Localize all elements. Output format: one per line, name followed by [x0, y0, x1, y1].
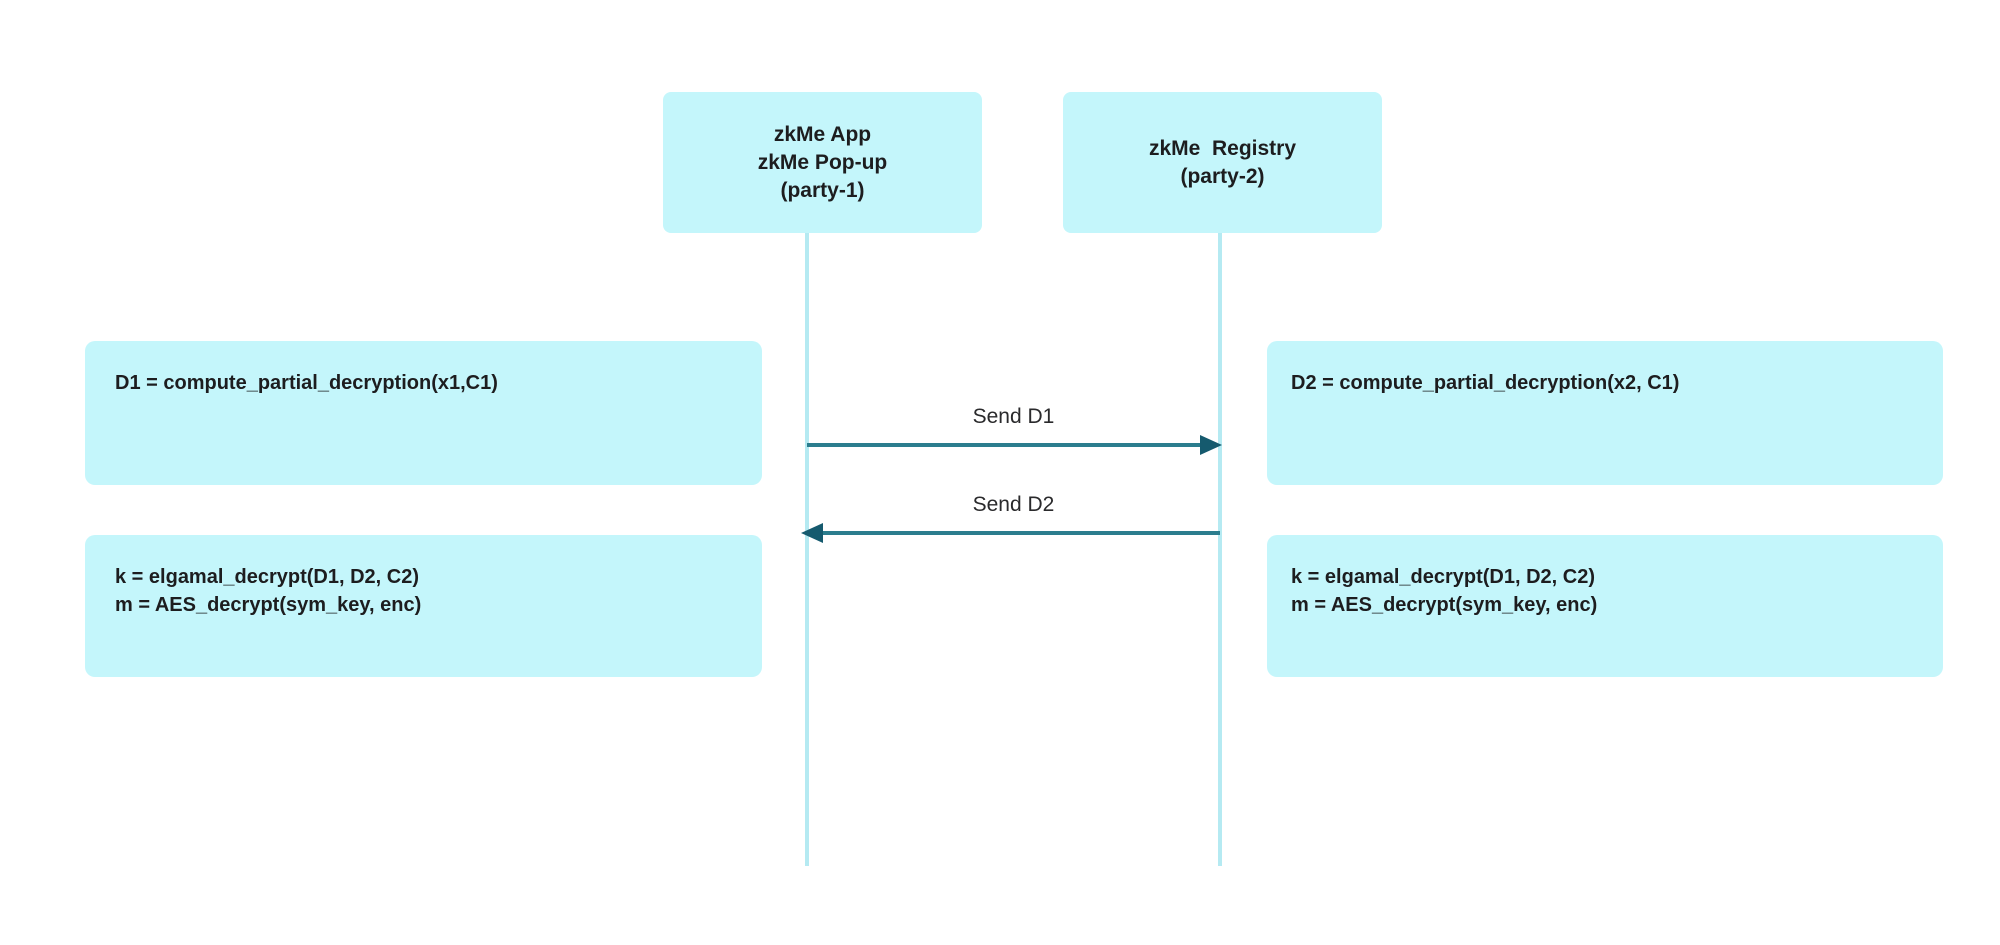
message-label-send-d1: Send D1 [972, 405, 1055, 428]
actor-box-party-2: zkMe Registry (party-2) [1063, 92, 1382, 233]
lifeline-party-1 [805, 233, 809, 866]
actor-party-1-label-line-1: zkMe App [773, 122, 872, 146]
note-box-party-1-final-decrypt: k = elgamal_decrypt(D1, D2, C2) m = AES_… [85, 535, 762, 677]
message-line-send-d1 [807, 443, 1205, 447]
actor-party-1-label-line-2: zkMe Pop-up [757, 150, 888, 174]
arrowhead-left-icon [801, 523, 823, 543]
lifeline-party-2 [1218, 233, 1222, 866]
message-line-send-d2 [822, 531, 1220, 535]
note-text-line: D1 = compute_partial_decryption(x1,C1) [115, 372, 498, 394]
note-text-line: m = AES_decrypt(sym_key, enc) [1291, 594, 1598, 616]
arrowhead-right-icon [1200, 435, 1222, 455]
actor-party-1-label-line-3: (party-1) [780, 178, 865, 202]
message-label-send-d2: Send D2 [972, 493, 1055, 516]
note-box-party-2-final-decrypt: k = elgamal_decrypt(D1, D2, C2) m = AES_… [1267, 535, 1943, 677]
actor-party-2-label-line-1: zkMe Registry [1148, 136, 1297, 160]
note-text-line: D2 = compute_partial_decryption(x2, C1) [1291, 372, 1680, 394]
note-text-line: k = elgamal_decrypt(D1, D2, C2) [115, 566, 420, 588]
actor-party-2-label-line-2: (party-2) [1180, 164, 1265, 188]
note-text-line: m = AES_decrypt(sym_key, enc) [115, 594, 422, 616]
note-box-party-1-compute-partial-decryption: D1 = compute_partial_decryption(x1,C1) [85, 341, 762, 485]
note-text-line: k = elgamal_decrypt(D1, D2, C2) [1291, 566, 1596, 588]
note-box-party-2-compute-partial-decryption: D2 = compute_partial_decryption(x2, C1) [1267, 341, 1943, 485]
actor-box-party-1: zkMe App zkMe Pop-up (party-1) [663, 92, 982, 233]
